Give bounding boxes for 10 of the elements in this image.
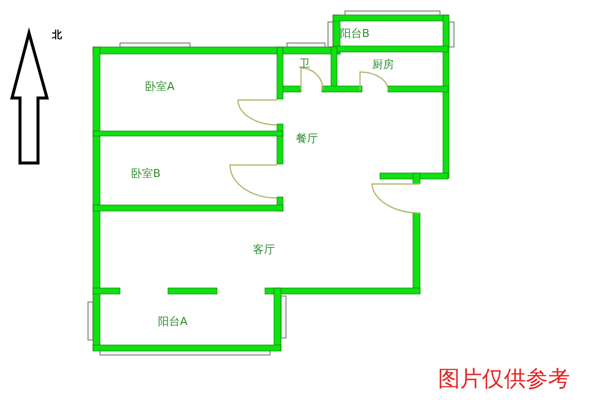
room-label: 卧室B: [131, 167, 161, 180]
disclaimer-note: 图片仅供参考: [438, 368, 570, 392]
room-label: 餐厅: [296, 132, 318, 145]
room-label: 阳台B: [340, 27, 370, 40]
compass-label: 北: [52, 30, 62, 41]
room-label: 客厅: [253, 243, 275, 256]
room-label: 卧室A: [145, 80, 175, 93]
room-label: 阳台A: [158, 315, 188, 328]
room-label: 厨房: [372, 58, 394, 71]
room-label: 卫: [299, 57, 310, 70]
